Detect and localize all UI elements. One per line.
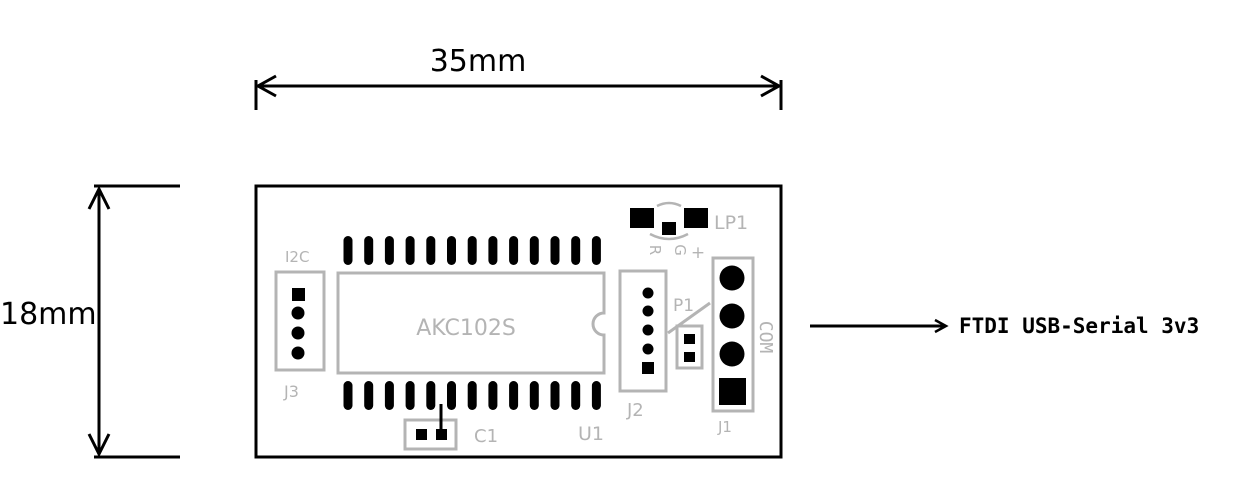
p1-designator: P1: [673, 296, 694, 316]
p1-pad-2: [684, 352, 695, 362]
j1-com-header: J1 COM: [711, 256, 776, 436]
ftdi-arrowhead: [934, 318, 949, 334]
j1-pin-2-pad: [719, 341, 745, 367]
u1-top-pads: [343, 236, 601, 265]
lp1-top-arc: [656, 201, 682, 208]
u1-bottom-pad-5: [426, 381, 436, 410]
u1-designator: U1: [578, 423, 604, 445]
j1-com-label: COM: [755, 321, 776, 354]
p1-pad-1: [684, 334, 695, 344]
u1-top-pad-7: [467, 236, 477, 265]
width-dimension-right-arrowhead: [760, 74, 783, 98]
u1-top-pad-9: [509, 236, 519, 265]
u1-top-pad-5: [426, 236, 436, 265]
c1-component: C1: [403, 404, 498, 451]
lp1-pad-label-r: R: [646, 245, 664, 255]
j2-header-outline: [618, 269, 668, 393]
u1-bottom-pad-7: [467, 381, 477, 410]
u1-top-pad-3: [384, 236, 394, 265]
ftdi-annotation: FTDI USB-Serial 3v3: [810, 314, 1199, 338]
c1-designator: C1: [474, 426, 498, 447]
j1-designator: J1: [717, 418, 732, 436]
i2c-pin-4-pad: [291, 346, 305, 360]
height-dimension-bottom-arrowhead: [87, 433, 111, 458]
u1-body-outline: [336, 271, 606, 375]
i2c-pin-2-pad: [291, 306, 305, 320]
width-dimension-label: 35mm: [430, 44, 527, 79]
u1-bottom-pad-2: [364, 381, 374, 410]
p1-outline: [675, 324, 704, 370]
u1-top-pad-13: [591, 236, 601, 265]
u1-bottom-pad-3: [384, 381, 394, 410]
ftdi-annotation-label: FTDI USB-Serial 3v3: [959, 314, 1199, 338]
j2-header: J2: [618, 269, 668, 421]
u1-top-pad-12: [571, 236, 581, 265]
u1-top-pad-11: [550, 236, 560, 265]
lp1-pad-right: [684, 208, 708, 228]
u1-top-pad-10: [529, 236, 539, 265]
u1-top-pad-8: [488, 236, 498, 265]
lp1-designator: LP1: [714, 212, 748, 234]
p1-component: P1: [667, 296, 711, 370]
u1-bottom-pad-1: [343, 381, 353, 410]
c1-pad-1: [416, 429, 427, 440]
lp1-pad-middle: [662, 222, 676, 235]
width-dimension-left-arrowhead: [254, 74, 277, 98]
lp1-pad-label-plus: +: [691, 243, 705, 263]
u1-bottom-pad-8: [488, 381, 498, 410]
j2-pin-1-pad: [642, 287, 654, 299]
i2c-header-outline: [274, 270, 326, 372]
u1-top-pad-6: [447, 236, 456, 265]
lp1-bottom-arc: [649, 232, 689, 241]
u1-bottom-pad-11: [550, 381, 560, 410]
c1-pad-2: [436, 429, 447, 440]
height-dimension-top-arrowhead: [87, 185, 111, 210]
u1-bottom-pad-4: [405, 381, 415, 410]
j1-header-outline: [711, 256, 755, 413]
j2-pin-5-square-pad: [642, 362, 654, 374]
j1-pin-3-pad: [719, 303, 745, 329]
j3-i2c-header: I2C J3: [274, 248, 326, 401]
u1-bottom-pad-10: [529, 381, 539, 410]
j2-pin-2-pad: [642, 305, 654, 317]
u1-bottom-pads: [343, 381, 601, 410]
i2c-header-title: I2C: [285, 248, 309, 266]
i2c-pin-3-pad: [291, 326, 305, 340]
j1-pin-1-square-pad: [719, 378, 746, 405]
u1-body-label: AKC102S: [416, 316, 516, 341]
height-dimension: 18mm: [0, 184, 180, 459]
u1-component: AKC102S U1: [336, 236, 606, 445]
lp1-pad-left: [630, 208, 654, 228]
j2-designator: J2: [626, 400, 644, 421]
j2-pin-3-pad: [642, 324, 654, 336]
width-dimension: 35mm: [254, 44, 783, 110]
c1-outline: [403, 418, 458, 451]
j1-pin-4-pad: [719, 265, 745, 291]
u1-bottom-pad-9: [509, 381, 519, 410]
p1-slash-marking: [667, 301, 711, 335]
height-dimension-label: 18mm: [0, 297, 97, 332]
u1-bottom-pad-13: [591, 381, 601, 410]
u1-bottom-pad-12: [571, 381, 581, 410]
u1-top-pad-2: [364, 236, 374, 265]
u1-top-pad-1: [343, 236, 353, 265]
lp1-pad-label-g: G: [671, 244, 689, 256]
i2c-pin-1-square-pad: [292, 288, 305, 301]
u1-top-pad-4: [405, 236, 415, 265]
j3-designator: J3: [283, 382, 299, 401]
u1-bottom-pad-6: [447, 381, 456, 410]
board-outline: [254, 184, 783, 459]
j2-pin-4-pad: [642, 343, 654, 355]
lp1-component: LP1 R G +: [630, 201, 748, 263]
